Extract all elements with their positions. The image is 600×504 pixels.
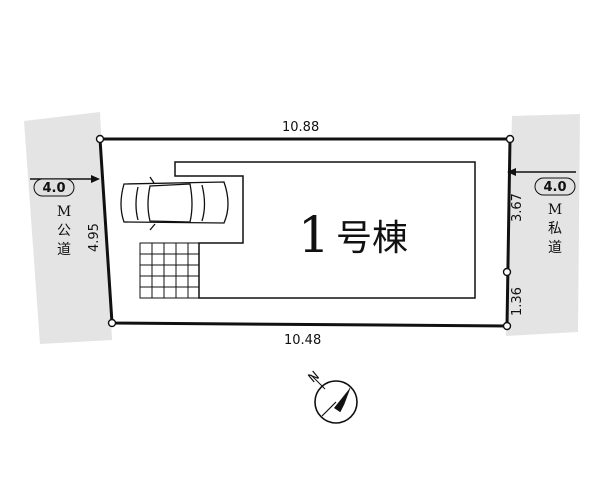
left-road-arrowhead: [91, 175, 100, 183]
right-road-char-2: 道: [548, 240, 562, 256]
left-road-char-1: 公: [57, 223, 71, 239]
building-number: 1: [298, 206, 330, 264]
left-road-char-2: 道: [57, 242, 71, 258]
boundary-markers: [95, 134, 515, 331]
left-road-unit: M: [57, 204, 71, 220]
right-road: [506, 114, 580, 336]
left-side-dimension: 4.95: [87, 223, 102, 252]
top-frontage-dimension: 10.88: [282, 120, 319, 135]
corner-marker: [95, 134, 105, 144]
right-upper-dimension: 3.67: [510, 193, 525, 222]
corner-marker: [502, 267, 512, 277]
right-road-char-1: 私: [548, 221, 562, 237]
right-road-unit: M: [548, 202, 562, 218]
compass-icon: N: [306, 369, 358, 424]
left-road: [24, 112, 112, 344]
corner-marker: [505, 134, 515, 144]
right-road-width: 4.0: [543, 180, 566, 195]
building-label: 号棟: [336, 218, 408, 259]
right-road-arrowhead: [507, 168, 516, 176]
left-road-width-badge: [33, 178, 75, 197]
bottom-frontage-dimension: 10.48: [284, 333, 321, 348]
parking-grid: [139, 242, 200, 299]
left-road-width: 4.0: [42, 181, 65, 196]
right-lower-dimension: 1.36: [510, 287, 525, 316]
car-icon: [120, 176, 229, 231]
right-road-width-badge: [534, 177, 576, 196]
corner-marker: [502, 321, 512, 331]
corner-marker: [107, 318, 117, 328]
